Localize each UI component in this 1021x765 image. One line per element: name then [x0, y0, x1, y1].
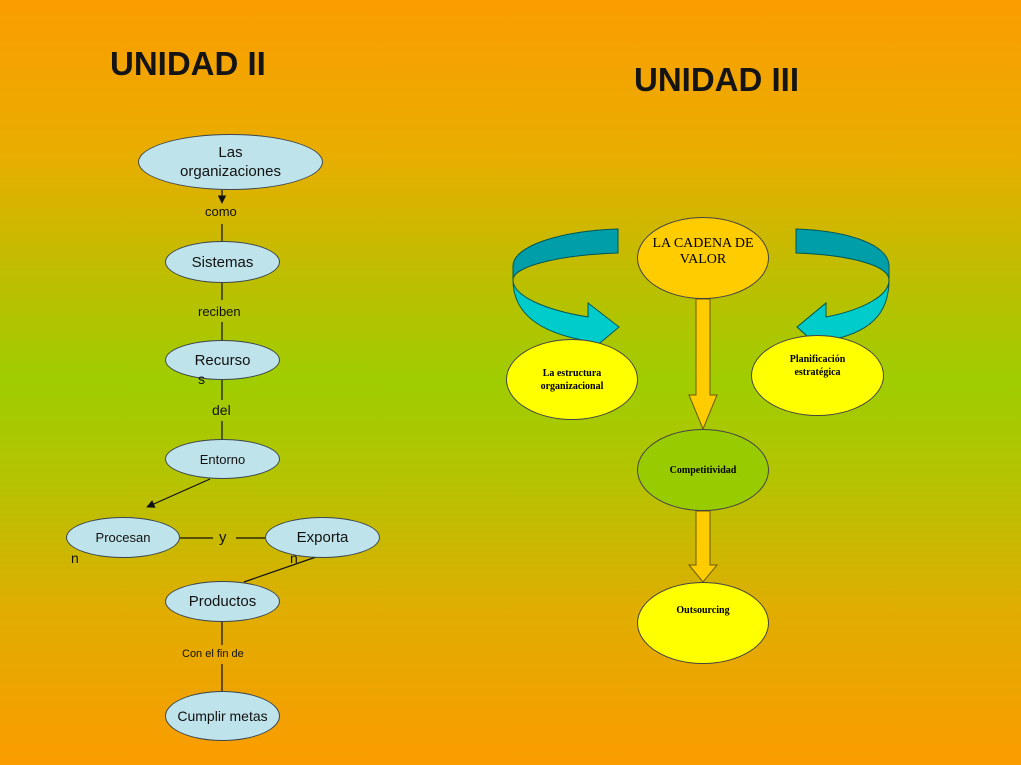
node-la-cadena-de-valor: LA CADENA DE VALOR — [637, 217, 769, 299]
link-label-reciben: reciben — [198, 304, 241, 319]
arrow-competitividad-outsourcing — [687, 510, 719, 583]
node-recursos: Recurso — [165, 340, 280, 380]
node-outsourcing: Outsourcing — [637, 582, 769, 664]
node-entorno: Entorno — [165, 439, 280, 479]
node-label: Productos — [188, 593, 257, 610]
node-label: LA CADENA DE VALOR — [652, 236, 754, 267]
node-sistemas: Sistemas — [165, 241, 280, 283]
node-label: Exporta — [296, 529, 349, 546]
node-label: Recurso — [194, 351, 251, 369]
title-unidad-ii: UNIDAD II — [110, 45, 266, 82]
node-competitividad: Competitividad — [637, 429, 769, 511]
node-recursos-wrap: s — [198, 371, 205, 387]
node-label: Cumplir metas — [177, 708, 268, 724]
node-label: Sistemas — [191, 253, 254, 271]
node-procesan-wrap: n — [71, 550, 79, 566]
node-exporta-wrap: n — [290, 550, 298, 566]
link-label-como: como — [205, 204, 237, 219]
title-unidad-iii: UNIDAD III — [634, 61, 799, 98]
link-label-del: del — [212, 402, 231, 418]
node-label: Competitividad — [669, 464, 737, 476]
connector-exporta-productos — [243, 556, 317, 583]
connector-entorno-procesan — [146, 478, 211, 508]
node-las-organizaciones: Las organizaciones — [138, 134, 323, 190]
node-label: Las organizaciones — [180, 144, 281, 180]
node-planificacion-estrategica: Planificación estratégica — [751, 335, 884, 416]
node-label: Planificación estratégica — [789, 354, 846, 378]
node-label: Entorno — [199, 451, 246, 467]
arrow-cadena-competitividad — [688, 298, 718, 431]
link-label-y: y — [219, 529, 227, 546]
node-procesan: Procesan — [66, 517, 180, 558]
node-label: Procesan — [95, 530, 151, 545]
node-productos: Productos — [165, 581, 280, 622]
curved-arrow-right — [795, 228, 890, 355]
node-label: La estructura organizacional — [540, 367, 604, 392]
link-label-con-el-fin-de: Con el fin de — [182, 648, 244, 660]
curved-arrow-left — [512, 228, 620, 355]
node-cumplir-metas: Cumplir metas — [165, 691, 280, 741]
node-exporta: Exporta — [265, 517, 380, 558]
node-la-estructura-organizacional: La estructura organizacional — [506, 339, 638, 420]
node-label: Outsourcing — [676, 605, 730, 616]
